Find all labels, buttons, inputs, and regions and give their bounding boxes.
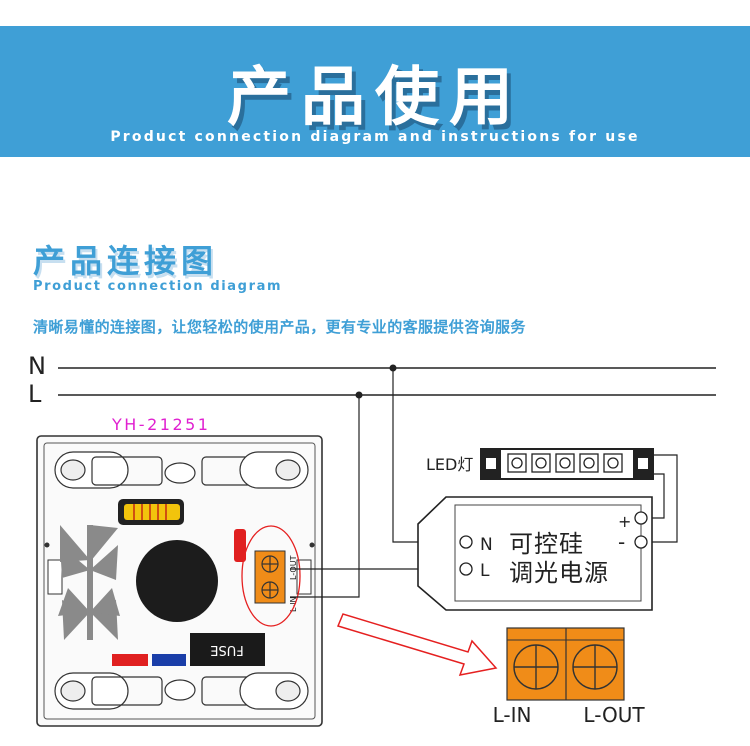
line-l-label: L — [28, 380, 42, 408]
model-label: YH-21251 — [111, 415, 210, 434]
dimmer-knob — [136, 540, 218, 622]
dimmer-panel: FUSE L-OUT L-IN — [36, 435, 323, 727]
led-strip — [480, 448, 654, 480]
heatsink-left — [58, 525, 120, 640]
led-label: LED灯 — [426, 455, 473, 474]
screw-slot-top-mid-left — [91, 456, 196, 486]
zoom-arrow — [336, 613, 498, 676]
zoom-lin-label: L-IN — [493, 703, 532, 727]
red-bar — [112, 654, 148, 666]
psu-line2: 调光电源 — [509, 559, 609, 587]
led-wiring — [648, 454, 678, 543]
page-subtitle: Product connection diagram and instructi… — [110, 129, 640, 145]
brightness-indicator — [118, 499, 184, 525]
section-description: 清晰易懂的连接图，让您轻松的使用产品，更有专业的客服提供咨询服务 — [33, 318, 526, 336]
screw-slot-top-right — [201, 451, 309, 489]
section-title: 产品连接图 — [33, 242, 219, 280]
psu-l-label: L — [480, 561, 490, 581]
fuse-label: FUSE — [210, 642, 243, 657]
zoom-lout-label: L-OUT — [583, 703, 645, 727]
section-subtitle: Product connection diagram — [33, 279, 283, 294]
page-title: 产品使用 — [227, 61, 523, 135]
terminal-lin-label: L-IN — [289, 596, 298, 612]
psu-plus-label: + — [618, 512, 631, 531]
panel-terminal — [254, 550, 286, 604]
dimming-power-supply — [417, 496, 653, 611]
psu-minus-label: - — [618, 530, 625, 554]
psu-n-label: N — [480, 535, 493, 555]
line-n-label: N — [28, 352, 46, 380]
screw-slot-bottom-right — [239, 672, 309, 710]
terminal-lout-label: L-OUT — [289, 555, 298, 580]
fuse-block — [190, 633, 265, 666]
terminal-zoom — [506, 627, 625, 701]
red-indicator — [234, 529, 246, 562]
mains-wires — [58, 364, 716, 399]
screw-slot-bottom-mid — [91, 676, 275, 706]
header-banner: 产品使用 Product connection diagram and inst… — [0, 26, 750, 157]
blue-bar — [152, 654, 186, 666]
psu-line1: 可控硅 — [509, 530, 584, 558]
terminal-highlight — [241, 525, 301, 627]
connection-diagram: N L YH-21251 — [28, 352, 716, 727]
